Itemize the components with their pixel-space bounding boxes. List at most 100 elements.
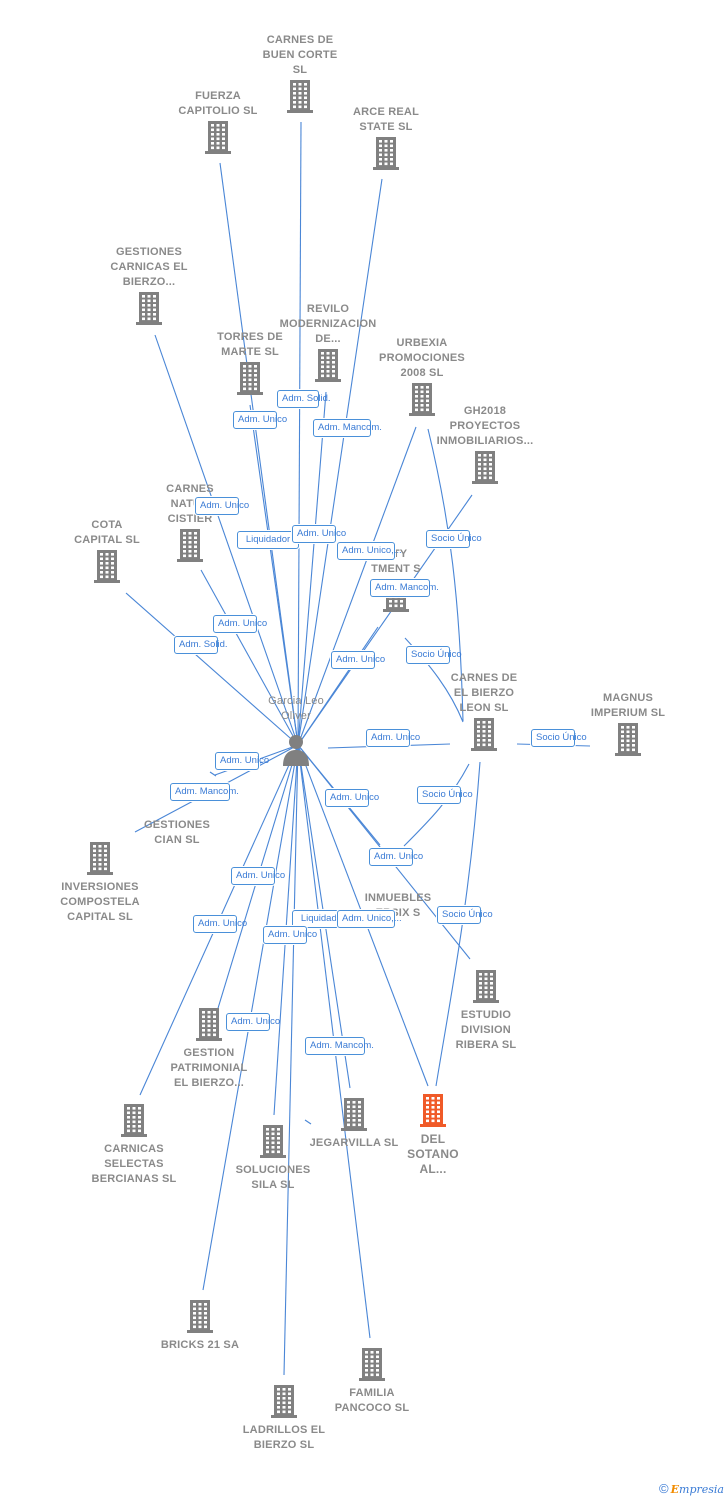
company-node[interactable]: COTA CAPITAL SL <box>47 518 167 584</box>
relation-edge <box>211 744 299 1029</box>
company-label: COTA CAPITAL SL <box>74 519 140 546</box>
company-node[interactable]: LADRILLOS EL BIERZO SL <box>224 1383 344 1453</box>
relation-badge[interactable]: Adm. Unico <box>331 651 385 669</box>
company-label: ESTUDIO DIVISION RIBERA SL <box>455 1009 517 1051</box>
building-icon <box>260 1125 286 1158</box>
relation-badge[interactable]: Socio Único <box>531 729 587 747</box>
company-label: MAGNUS IMPERIUM SL <box>590 692 666 719</box>
company-node[interactable]: CARNES DE EL BIERZO LEON SL <box>424 671 544 752</box>
relation-badge[interactable]: Adm. Unico <box>193 915 247 933</box>
person-icon <box>283 735 309 766</box>
company-node[interactable]: ESTUDIO DIVISION RIBERA SL <box>426 968 546 1053</box>
company-node[interactable]: REVILO MODERNIZACION DE... <box>268 302 388 383</box>
company-node[interactable]: JEGARVILLA SL <box>294 1096 414 1151</box>
company-label: GESTIONES CIAN SL <box>144 819 210 846</box>
company-label: CARNICAS SELECTAS BERCIANAS SL <box>91 1143 177 1185</box>
relation-badge[interactable]: Adm. Unico <box>233 411 287 429</box>
footer-brand[interactable]: ©Empresia <box>659 1481 724 1496</box>
relation-edge <box>297 178 383 746</box>
relation-badge[interactable]: Adm. Mancom. <box>170 783 239 801</box>
relation-edge <box>209 771 217 777</box>
relation-badge[interactable]: Adm. Unico <box>292 525 346 543</box>
relation-badge[interactable]: Adm. Unico <box>195 497 249 515</box>
relation-badge[interactable]: Adm. Mancom. <box>305 1037 374 1055</box>
relation-badge[interactable]: Adm. Mancom. <box>370 579 439 597</box>
relation-badge[interactable]: Adm. Solid. <box>277 390 331 408</box>
building-icon <box>121 1104 147 1137</box>
company-label: DEL SOTANO AL... <box>407 1132 459 1176</box>
company-label: GH2018 PROYECTOS INMOBILIARIOS... <box>436 405 534 447</box>
person-node[interactable]: Garcia Leo Oliver <box>251 694 341 771</box>
relation-badge[interactable]: Adm. Unico <box>325 789 379 807</box>
company-node[interactable]: BRICKS 21 SA <box>140 1298 260 1353</box>
building-icon <box>196 1008 222 1041</box>
company-node[interactable]: GESTIONES CIAN SL <box>117 818 237 848</box>
company-node-highlight[interactable]: DEL SOTANO AL... <box>373 1092 493 1177</box>
building-icon <box>472 451 498 484</box>
relation-badge[interactable]: Socio Único <box>426 530 482 548</box>
brand-logo: Empresia <box>670 1483 724 1496</box>
relation-edge <box>403 763 470 847</box>
relation-badge[interactable]: Socio Único <box>437 906 493 924</box>
relation-badge[interactable]: Adm. Unico,... <box>337 542 402 560</box>
building-icon <box>341 1098 367 1131</box>
relation-badge[interactable]: Adm. Unico <box>215 752 269 770</box>
relation-badge[interactable]: Socio Único <box>406 646 462 664</box>
company-node[interactable]: GESTIONES CARNICAS EL BIERZO... <box>89 245 209 326</box>
company-node[interactable]: ARCE REAL STATE SL <box>326 105 446 171</box>
relation-badge[interactable]: Adm. Unico <box>226 1013 280 1031</box>
building-icon <box>420 1094 446 1127</box>
company-label: LADRILLOS EL BIERZO SL <box>242 1424 326 1451</box>
relation-badge[interactable]: Adm. Unico <box>369 848 423 866</box>
company-label: INVERSIONES COMPOSTELA CAPITAL SL <box>60 881 140 923</box>
building-icon <box>177 529 203 562</box>
relation-edge <box>154 334 299 746</box>
company-label: SOLUCIONES SILA SL <box>235 1164 311 1191</box>
company-label: URBEXIA PROMOCIONES 2008 SL <box>379 337 465 379</box>
relation-badge[interactable]: Liquidador <box>237 531 299 549</box>
company-node[interactable]: CARNES NATUR CISTIER <box>130 482 250 563</box>
company-label: JEGARVILLA SL <box>309 1137 399 1149</box>
building-icon <box>473 970 499 1003</box>
company-node[interactable]: FAMILIA PANCOCO SL <box>312 1346 432 1416</box>
relation-badge[interactable]: Adm. Solid. <box>174 636 228 654</box>
relation-edge <box>297 391 327 746</box>
company-label: GESTIONES CARNICAS EL BIERZO... <box>110 246 188 288</box>
company-node[interactable]: TORRES DE MARTE SL <box>190 330 310 396</box>
building-icon <box>237 362 263 395</box>
building-icon <box>271 1385 297 1418</box>
company-node[interactable]: GESTION PATRIMONIAL EL BIERZO... <box>149 1006 269 1091</box>
company-label: FAMILIA PANCOCO SL <box>334 1387 410 1414</box>
company-label: REVILO MODERNIZACION DE... <box>279 303 377 345</box>
building-icon <box>315 349 341 382</box>
relation-edge <box>249 404 299 746</box>
company-node[interactable]: FUERZA CAPITOLIO SL <box>158 89 278 155</box>
company-node[interactable]: URBEXIA PROMOCIONES 2008 SL <box>362 336 482 417</box>
relation-badge[interactable]: Adm. Unico <box>366 729 420 747</box>
relation-badge[interactable]: Adm. Unico <box>213 615 267 633</box>
company-node[interactable]: INVERSIONES COMPOSTELA CAPITAL SL <box>40 840 160 925</box>
company-node[interactable]: MAGNUS IMPERIUM SL <box>568 691 688 757</box>
relation-badge[interactable]: Adm. Unico <box>263 926 317 944</box>
company-node[interactable]: SOLUCIONES SILA SL <box>213 1123 333 1193</box>
relation-edge <box>435 761 481 1087</box>
relation-edge <box>283 744 299 1376</box>
company-node[interactable]: CARNICAS SELECTAS BERCIANAS SL <box>74 1102 194 1187</box>
relation-badge[interactable]: Adm. Unico,... <box>337 910 402 928</box>
relation-edge <box>297 426 417 746</box>
building-icon <box>287 80 313 113</box>
person-name: Garcia Leo Oliver <box>268 695 324 722</box>
company-label: CARNES DE EL BIERZO LEON SL <box>450 672 518 714</box>
building-icon <box>471 718 497 751</box>
company-label: CARNES NATUR CISTIER <box>166 483 214 525</box>
company-node[interactable]: GH2018 PROYECTOS INMOBILIARIOS... <box>425 404 545 485</box>
relation-edge <box>200 569 299 746</box>
company-label: CARNES DE BUEN CORTE SL <box>262 34 338 76</box>
company-node[interactable]: CARNES DE BUEN CORTE SL <box>240 33 360 114</box>
relation-badge[interactable]: Socio Único <box>417 786 473 804</box>
building-icon <box>409 383 435 416</box>
relation-badge[interactable]: Adm. Mancom. <box>313 419 382 437</box>
building-icon <box>359 1348 385 1381</box>
relation-badge[interactable]: Adm. Unico <box>231 867 285 885</box>
